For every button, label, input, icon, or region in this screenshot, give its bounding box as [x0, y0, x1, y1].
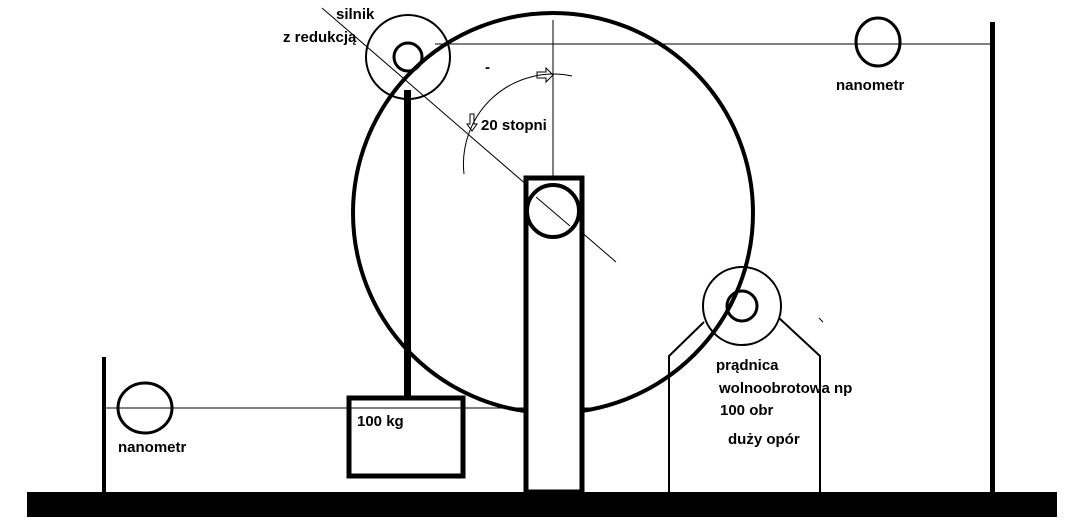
generator-label-line1: prądnica	[716, 357, 779, 374]
minus-mark: -	[485, 59, 490, 76]
arc-arrow-icon	[536, 66, 554, 84]
nanometer-right-circle	[854, 16, 902, 68]
generator-label-line3: 100 obr	[720, 402, 774, 419]
angle-label: 20 stopni	[481, 117, 547, 134]
generator-inner-circle	[725, 289, 759, 323]
motor-inner-circle	[392, 41, 424, 73]
motor-label-line1: silnik	[336, 6, 375, 23]
angle-arc	[462, 73, 573, 175]
nanometer-left-circle	[116, 381, 174, 435]
generator-housing	[668, 321, 705, 492]
right-pole	[990, 22, 995, 492]
nanometer-left-label: nanometr	[118, 439, 187, 456]
angle-arrow-icon	[466, 113, 478, 132]
left-pole	[102, 357, 106, 492]
mass-label: 100 kg	[357, 413, 404, 430]
generator-outer-circle	[702, 266, 782, 346]
rope	[404, 90, 411, 398]
axle-diagonal-over	[535, 196, 571, 227]
generator-label-line2: wolnoobrotowa np	[718, 380, 852, 397]
nanometer-right-label: nanometr	[836, 77, 905, 94]
generator-housing-right	[778, 317, 821, 492]
ground-bar	[27, 492, 1057, 517]
motor-label-line2: z redukcją	[283, 29, 357, 46]
mass-box	[346, 395, 466, 479]
generator-label-line4: duży opór	[728, 431, 800, 448]
generator-tick-mark	[818, 317, 824, 323]
